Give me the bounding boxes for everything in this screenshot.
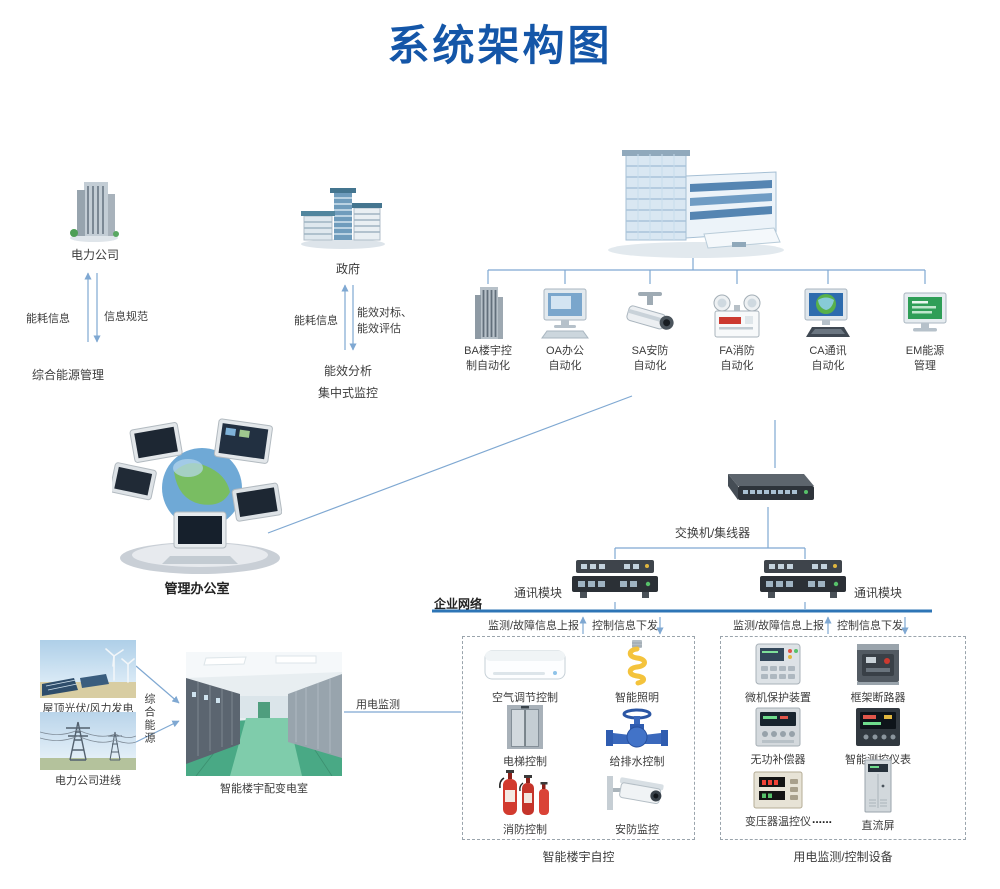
cctv-camera-icon: [626, 292, 674, 330]
solar-wind-photo: [40, 640, 136, 698]
power-lines-photo: [40, 712, 136, 770]
office-monitor-icon: [541, 288, 589, 339]
system-label: 管理: [914, 360, 936, 372]
computer-globe-icon: [804, 288, 850, 337]
combined-energy-label: 综合能源: [143, 693, 155, 745]
grid-incoming-label: 电力公司进线: [55, 775, 121, 787]
item-label: 消防控制: [503, 824, 547, 836]
item-label: 安防监控: [615, 824, 659, 836]
item-security: 安防监控: [584, 772, 690, 837]
item-label: 微机保护装置: [745, 692, 811, 704]
emergency-light-icon: [713, 294, 761, 338]
item-label: 框架断路器: [850, 692, 906, 704]
office-building-icon: [70, 182, 119, 242]
item-label: 空气调节控制: [492, 692, 558, 704]
control-down-left-label: 控制信息下发: [592, 620, 658, 632]
ellipsis-label: ......: [811, 812, 832, 826]
item-fire: 消防控制: [470, 764, 580, 837]
item-label: 变压器温控仪: [745, 816, 811, 828]
fire-extinguisher-icon: [499, 770, 549, 815]
item-label: 给排水控制: [609, 756, 665, 768]
management-office-label: 管理办公室: [164, 581, 230, 596]
system-label: OA办公: [546, 345, 584, 357]
report-up-right-label: 监测/故障信息上报: [733, 620, 825, 632]
comm-module-right-label: 通讯模块: [854, 586, 903, 600]
control-down-right-label: 控制信息下发: [837, 620, 903, 632]
benchmark-label: 能效对标、: [357, 307, 412, 319]
system-label: 自动化: [811, 360, 845, 372]
info-standard-label: 信息规范: [104, 311, 148, 323]
page-title: 系统架构图: [387, 22, 613, 69]
integrated-energy-mgmt-label: 综合能源管理: [32, 368, 105, 382]
system-em: EM能源管理: [885, 283, 965, 374]
comm-module-left-label: 通讯模块: [514, 586, 563, 600]
item-water: 给排水控制: [584, 704, 690, 769]
item-label: 直流屏: [861, 820, 895, 832]
item-label: 电梯控制: [503, 756, 547, 768]
report-up-left-label: 监测/故障信息上报: [488, 620, 580, 632]
item-dc-cabinet: 直流屏: [823, 758, 933, 833]
enterprise-network-label: 企业网络: [434, 597, 483, 611]
government-label: 政府: [335, 262, 360, 276]
switch-label: 交换机/集线器: [674, 526, 751, 540]
building-control-caption: 智能楼宇自控: [542, 850, 615, 864]
protection-relay-icon: [755, 643, 801, 685]
government-building-icon: [301, 188, 385, 249]
comm-module-icon: [572, 560, 658, 598]
workstations-globe-icon: [112, 418, 282, 574]
system-label: SA安防: [631, 345, 669, 357]
system-ca: CA通讯自动化: [788, 283, 868, 374]
item-lighting: 智能照明: [584, 640, 690, 705]
skyscraper-icon: [475, 287, 503, 339]
system-label: FA消防: [719, 345, 755, 357]
system-label: 制自动化: [466, 360, 510, 372]
elevator-icon: [507, 705, 543, 749]
substation-room-label: 智能楼宇配变电室: [220, 783, 308, 795]
compensator-icon: [755, 707, 801, 747]
item-compensator: 无功补偿器: [723, 706, 833, 767]
system-label: CA通讯: [809, 345, 847, 357]
cfl-bulb-icon: [627, 640, 647, 686]
comm-module-icon: [760, 560, 846, 598]
system-label: BA楼宇控: [464, 345, 512, 357]
system-ba: BA楼宇控制自动化: [448, 283, 528, 374]
item-smart-meter: 智能测控仪表: [823, 706, 933, 767]
system-label: 自动化: [720, 360, 754, 372]
efficiency-analysis-label: 能效分析: [324, 364, 373, 378]
power-monitoring-label: 用电监测: [356, 699, 400, 711]
power-device-caption: 用电监测/控制设备: [793, 850, 893, 864]
item-elevator: 电梯控制: [470, 704, 580, 769]
item-label: 智能照明: [615, 692, 659, 704]
modern-building-icon: [608, 150, 784, 258]
dc-cabinet-icon: [864, 759, 892, 813]
system-fa: FA消防自动化: [697, 283, 777, 374]
green-monitor-icon: [903, 292, 947, 332]
system-label: 自动化: [633, 360, 667, 372]
air-conditioner-icon: [484, 650, 566, 680]
system-sa: SA安防自动化: [610, 283, 690, 374]
control-valve-icon: [606, 708, 668, 748]
item-protection-relay: 微机保护装置: [723, 642, 833, 705]
evaluation-label: 能效评估: [357, 323, 401, 335]
temp-controller-icon: [753, 771, 803, 809]
system-label: EM能源: [905, 345, 945, 357]
substation-room-photo: [186, 652, 342, 776]
network-switch-icon: [728, 474, 814, 500]
smart-meter-icon: [856, 708, 900, 746]
energy-info-label: 能耗信息: [26, 313, 70, 325]
system-oa: OA办公自动化: [525, 283, 605, 374]
item-air-conditioning: 空气调节控制: [470, 644, 580, 705]
item-temp-controller: 变压器温控仪: [723, 768, 833, 829]
power-company-label: 电力公司: [70, 248, 119, 262]
central-monitoring-label: 集中式监控: [318, 386, 379, 400]
system-label: 自动化: [548, 360, 582, 372]
frame-breaker-icon: [857, 644, 899, 685]
security-camera-icon: [607, 776, 664, 810]
gov-energy-info-label: 能耗信息: [294, 315, 338, 327]
item-frame-breaker: 框架断路器: [823, 642, 933, 705]
item-label: 无功补偿器: [750, 754, 806, 766]
